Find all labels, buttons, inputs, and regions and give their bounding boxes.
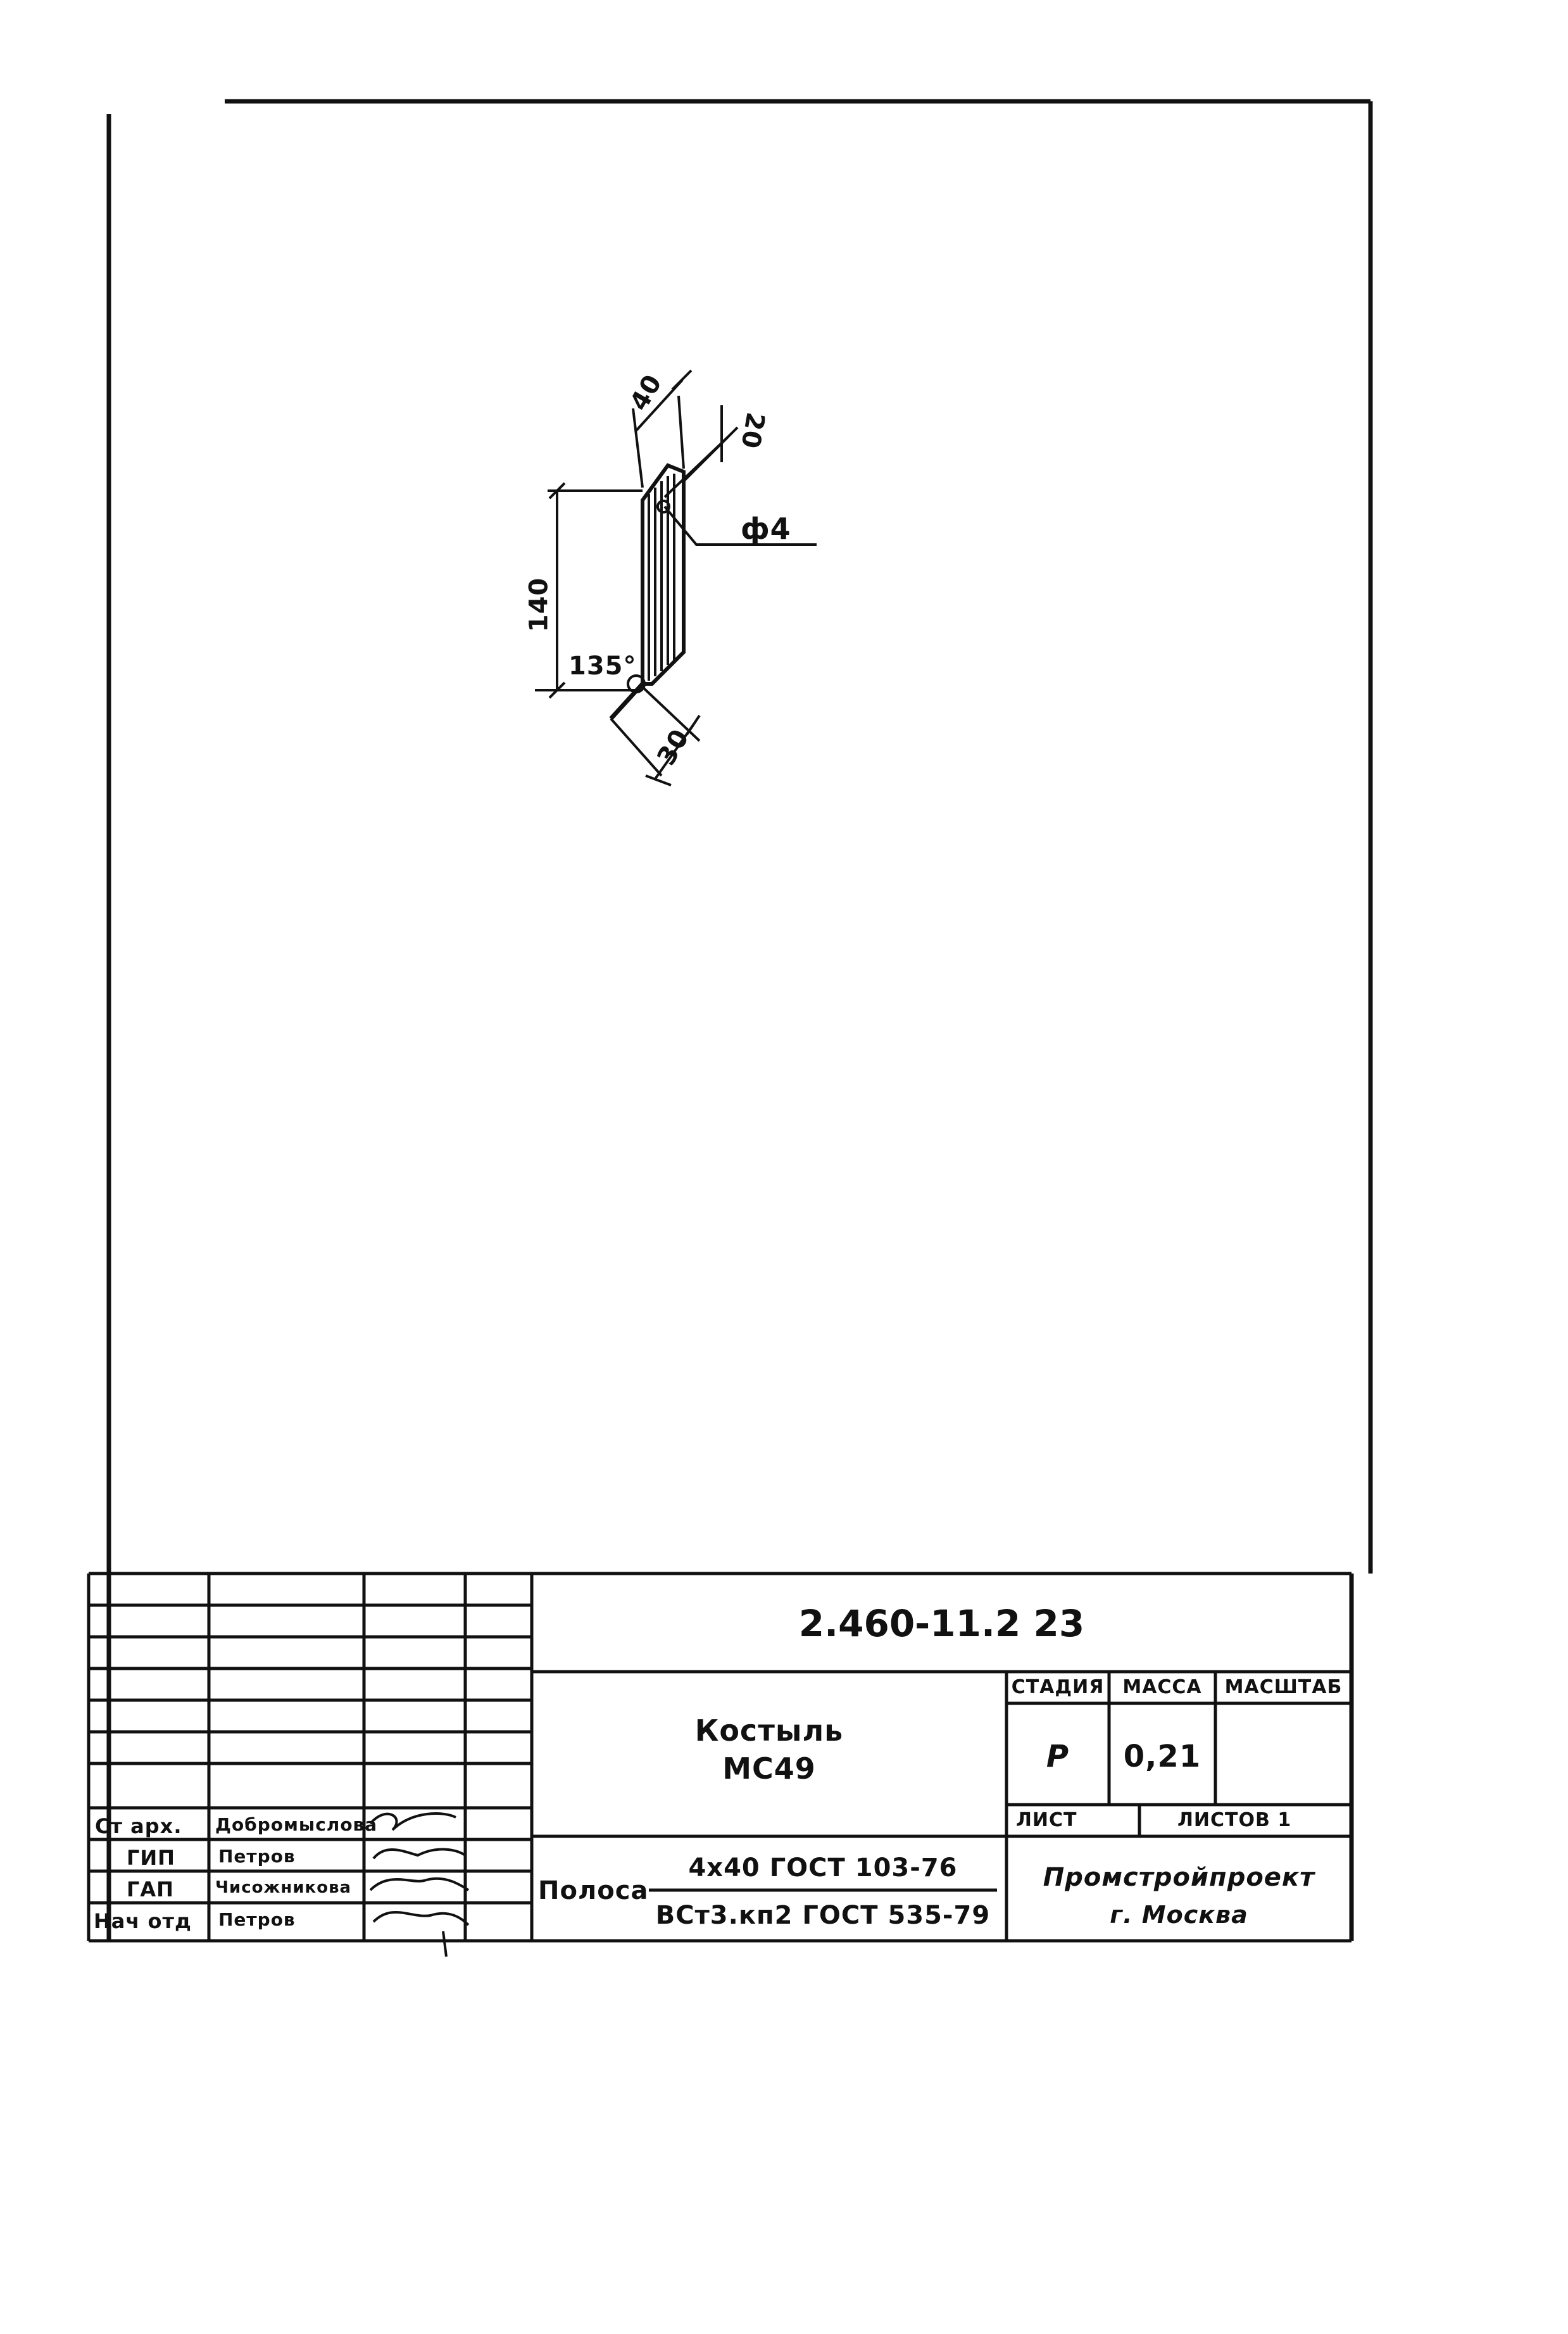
organization-name: Промстройпроект (1043, 1863, 1315, 1892)
signature-scribble (372, 1848, 467, 1860)
mass-value: 0,21 (1123, 1739, 1201, 1774)
dim-20-lines (663, 405, 739, 498)
organization-city: г. Москва (1110, 1901, 1248, 1929)
scale-header: МАСШТАБ (1224, 1676, 1343, 1698)
dim-30-lines (610, 686, 701, 786)
part-sketch (535, 369, 817, 786)
dim-diameter: ф4 (741, 512, 791, 546)
dim-40-lines (632, 369, 693, 488)
bend-radius (627, 674, 646, 693)
dim-diam-leader (663, 505, 817, 546)
document-number: 2.460-11.2 23 (798, 1602, 1085, 1645)
material-grade: ВСт3.кп2 ГОСТ 535-79 (655, 1901, 991, 1930)
signature-role: ГАП (127, 1877, 174, 1902)
dim-140-lines (535, 482, 643, 699)
signature-role: ГИП (127, 1846, 175, 1870)
stage-header: СТАДИЯ (1011, 1676, 1105, 1698)
sheet-frame (106, 99, 1373, 1941)
material-prefix: Полоса (538, 1876, 649, 1905)
part-name: Костыль (694, 1713, 844, 1748)
signature-role: Ст арх. (95, 1814, 182, 1838)
signature-name: Петров (218, 1909, 296, 1930)
dim-angle: 135° (568, 652, 637, 681)
stage-value: Р (1046, 1739, 1070, 1774)
mass-header: МАССА (1122, 1676, 1202, 1698)
signature-scribble (372, 1911, 470, 1957)
title-block-grid (87, 1572, 1352, 1943)
signature-scribble (369, 1877, 470, 1891)
signature-name: Петров (218, 1846, 296, 1867)
signature-name: Чисожникова (215, 1878, 352, 1897)
signature-scribble (369, 1812, 456, 1831)
signature-name: Добромыслова (215, 1814, 378, 1835)
part-designation: МС49 (722, 1751, 816, 1786)
sheets-label: ЛИСТОВ 1 (1177, 1809, 1292, 1831)
signature-role: Нач отд (94, 1909, 192, 1933)
sheet-label: ЛИСТ (1016, 1809, 1077, 1831)
hole (656, 500, 670, 514)
material-size: 4х40 ГОСТ 103-76 (688, 1853, 958, 1883)
